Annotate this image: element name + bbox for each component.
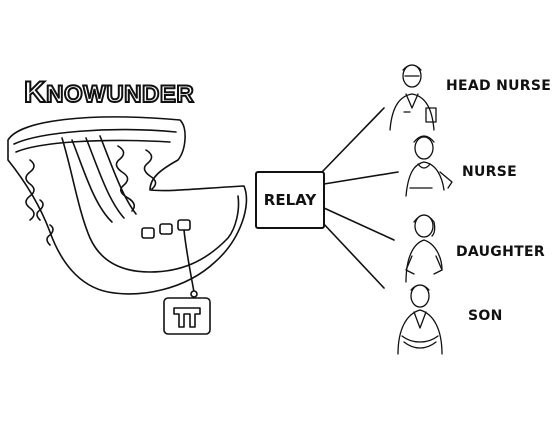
- sensor-wire: [183, 229, 195, 293]
- son-figure: [397, 284, 443, 355]
- recipient-label-son: SON: [468, 308, 503, 324]
- line-to-head-nurse: [321, 107, 385, 173]
- sensor-pad-2: [159, 223, 173, 235]
- diaper-waistband: [13, 128, 177, 145]
- line-to-nurse: [323, 171, 399, 185]
- brand-rest: NOWUNDER: [45, 80, 195, 109]
- diaper-outline: [7, 116, 248, 295]
- head-nurse-figure: [389, 64, 437, 131]
- recipient-label-daughter: DAUGHTER: [456, 244, 545, 260]
- brand-first-letter: K: [23, 75, 47, 110]
- recipient-label-nurse: NURSE: [462, 164, 518, 180]
- leg-cuff-right: [115, 145, 136, 212]
- relay-box: RELAY: [255, 171, 325, 229]
- leg-cuff-left: [25, 159, 35, 221]
- relay-label: RELAY: [263, 191, 317, 209]
- nurse-figure: [405, 135, 453, 197]
- sensor-pad-3: [177, 219, 191, 231]
- line-to-son: [321, 221, 385, 289]
- brand-logo: KNOWUNDER: [23, 75, 195, 110]
- daughter-figure: [405, 214, 443, 283]
- recipient-label-head-nurse: HEAD NURSE: [446, 78, 552, 94]
- transmitter-device: [163, 297, 211, 335]
- line-to-daughter: [323, 207, 395, 241]
- diaper-pad: [61, 137, 240, 273]
- sensor-pad-1: [141, 227, 155, 239]
